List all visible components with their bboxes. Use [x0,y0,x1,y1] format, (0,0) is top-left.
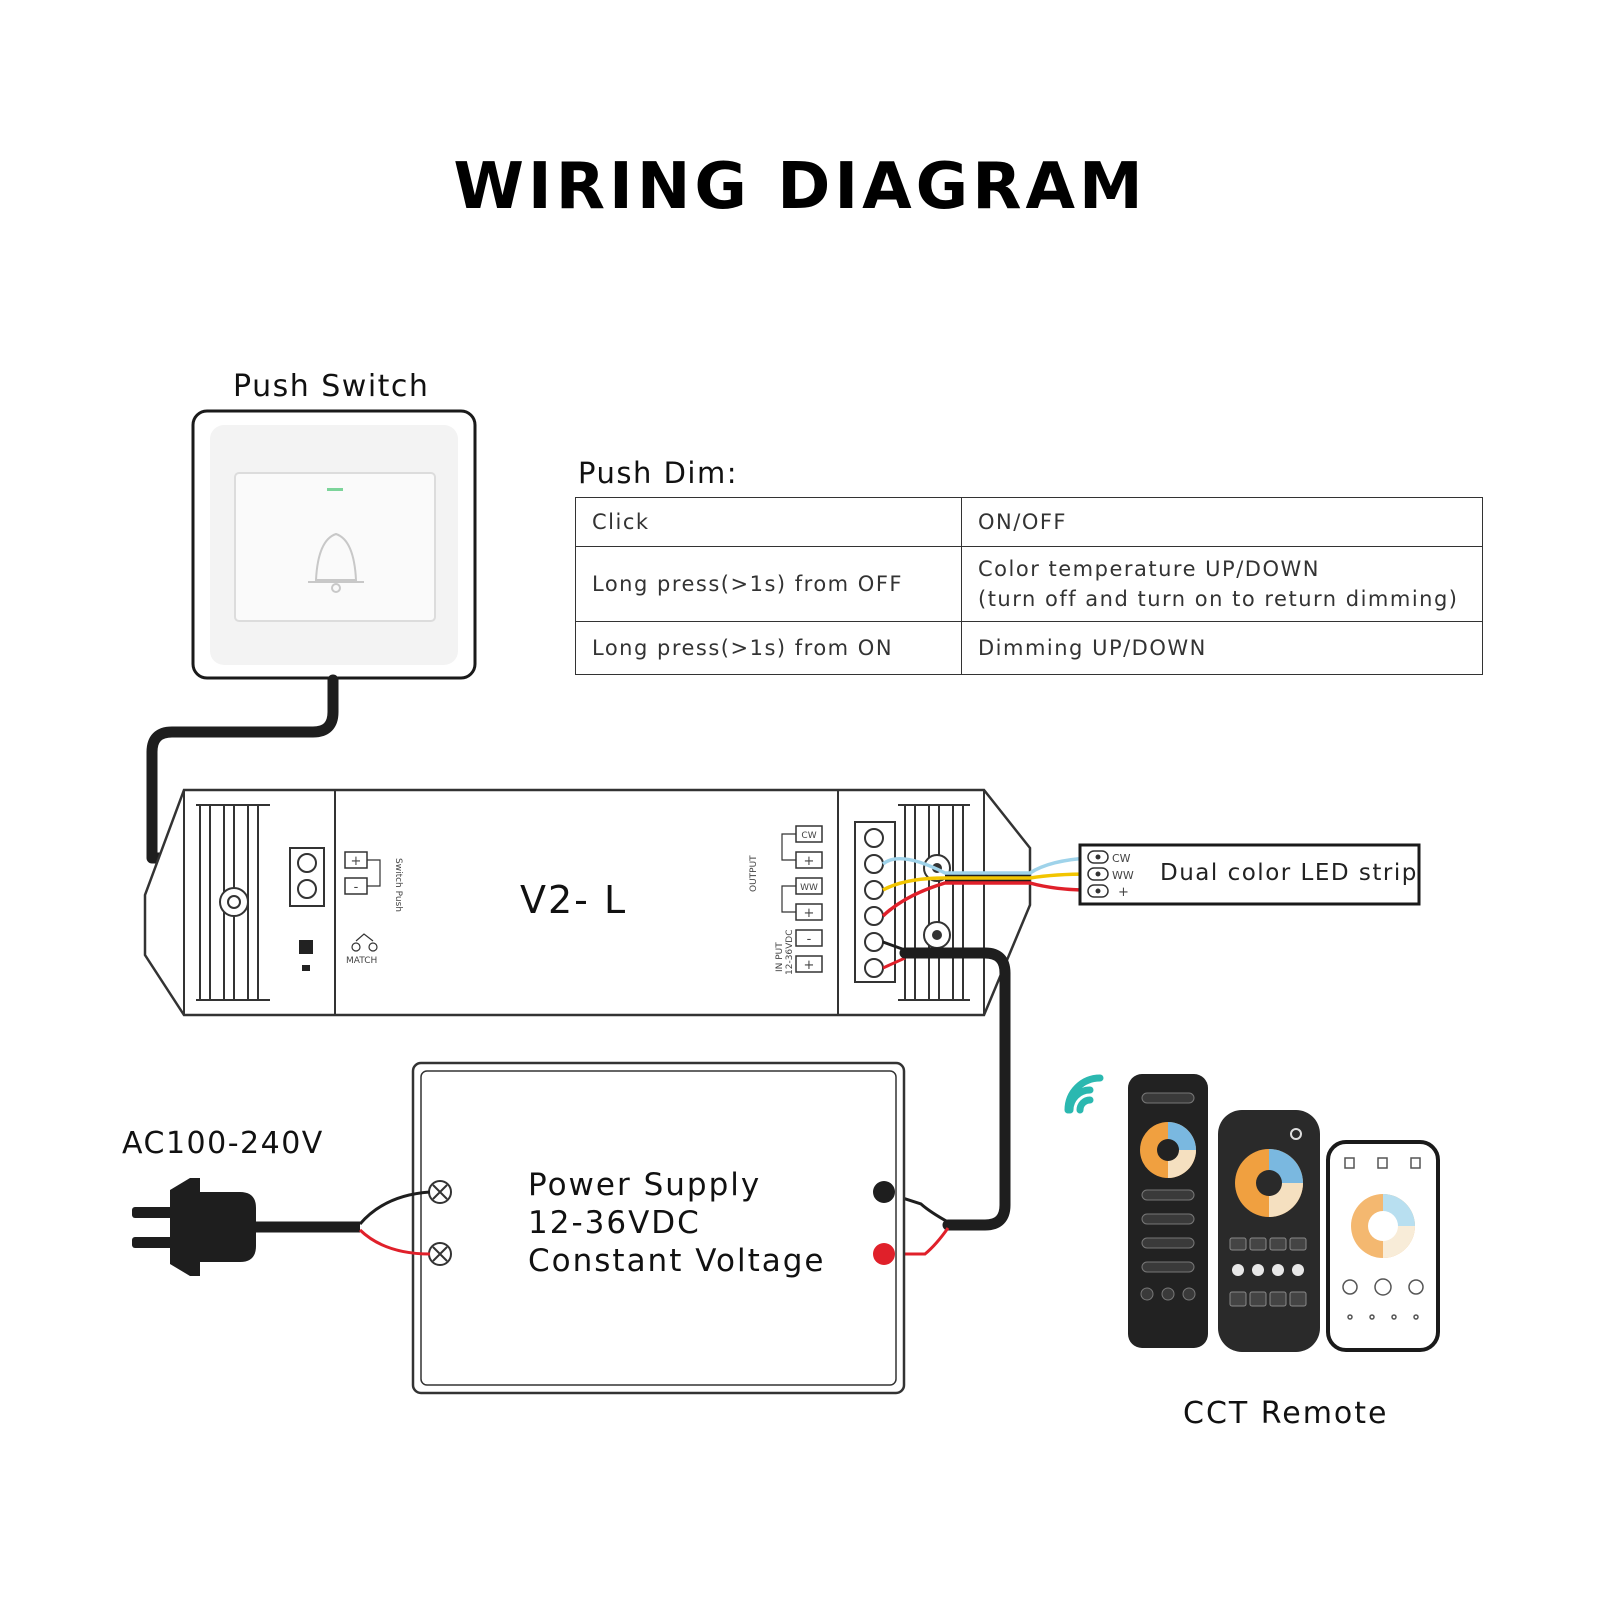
switch-minus-terminal: - [354,880,359,895]
push-dim-title: Push Dim: [578,456,738,490]
remote-control-1 [1128,1074,1208,1348]
table-row: Long press(>1s) from ON Dimming UP/DOWN [575,621,1483,675]
power-supply-line: Constant Voltage [528,1243,826,1279]
table-row: Long press(>1s) from OFF Color temperatu… [575,546,1483,622]
power-supply-line: 12-36VDC [528,1205,701,1241]
table-row: Click ON/OFF [575,497,1483,547]
push-dim-table: Click ON/OFF Long press(>1s) from OFF Co… [575,497,1483,675]
power-supply-label: Power Supply 12-36VDC Constant Voltage [528,1166,826,1280]
match-label: MATCH [346,956,377,966]
switch-push-label: Switch Push [393,858,403,912]
controller-v2-l: + - Switch Push MATCH CW + WW + - + OUTP… [143,788,1032,1017]
push-switch-device [191,409,477,680]
plus-terminal-1: + [804,854,815,869]
result-cell: Color temperature UP/DOWN (turn off and … [961,546,1483,622]
push-switch-label: Push Switch [233,369,430,404]
result-cell: Dimming UP/DOWN [961,621,1483,675]
page-title: WIRING DIAGRAM [453,150,1147,224]
result-line: ON/OFF [978,510,1068,534]
action-cell: Long press(>1s) from OFF [575,546,962,622]
dc-input-cable [899,947,1011,1231]
result-line: (turn off and turn on to return dimming) [978,587,1459,611]
switch-cable [146,674,339,864]
bell-icon [308,532,364,593]
result-cell: ON/OFF [961,497,1483,547]
controller-model-label: V2- L [520,878,628,922]
action-cell: Click [575,497,962,547]
result-line: Color temperature UP/DOWN [978,557,1320,581]
remote-control-3 [1326,1140,1440,1352]
action-cell: Long press(>1s) from ON [575,621,962,675]
plus-terminal-3: + [804,958,815,973]
input-label: IN PUT [775,942,785,972]
minus-terminal: - [807,932,812,947]
led-pin-ww: WW [1112,869,1134,882]
power-supply [411,1061,906,1395]
ac-input-label: AC100-240V [122,1126,324,1161]
cct-remote-label: CCT Remote [1183,1396,1389,1431]
ww-terminal: WW [800,883,818,893]
input-voltage-label: 12-36VDC [785,929,795,975]
power-supply-line: Power Supply [528,1167,762,1203]
output-label: OUTPUT [749,855,759,892]
led-pin-plus: + [1118,885,1129,900]
remote-control-2 [1218,1110,1320,1352]
result-line: Dimming UP/DOWN [978,636,1207,660]
led-pin-cw: CW [1112,852,1131,865]
wifi-signal-icon [1064,1074,1104,1114]
cw-terminal: CW [801,831,816,841]
led-strip-label: Dual color LED strip [1160,860,1418,886]
switch-plus-terminal: + [351,854,362,869]
led-strip: CW WW + [1078,843,1421,906]
plus-terminal-2: + [804,906,815,921]
ac-plug-icon [132,1178,256,1276]
